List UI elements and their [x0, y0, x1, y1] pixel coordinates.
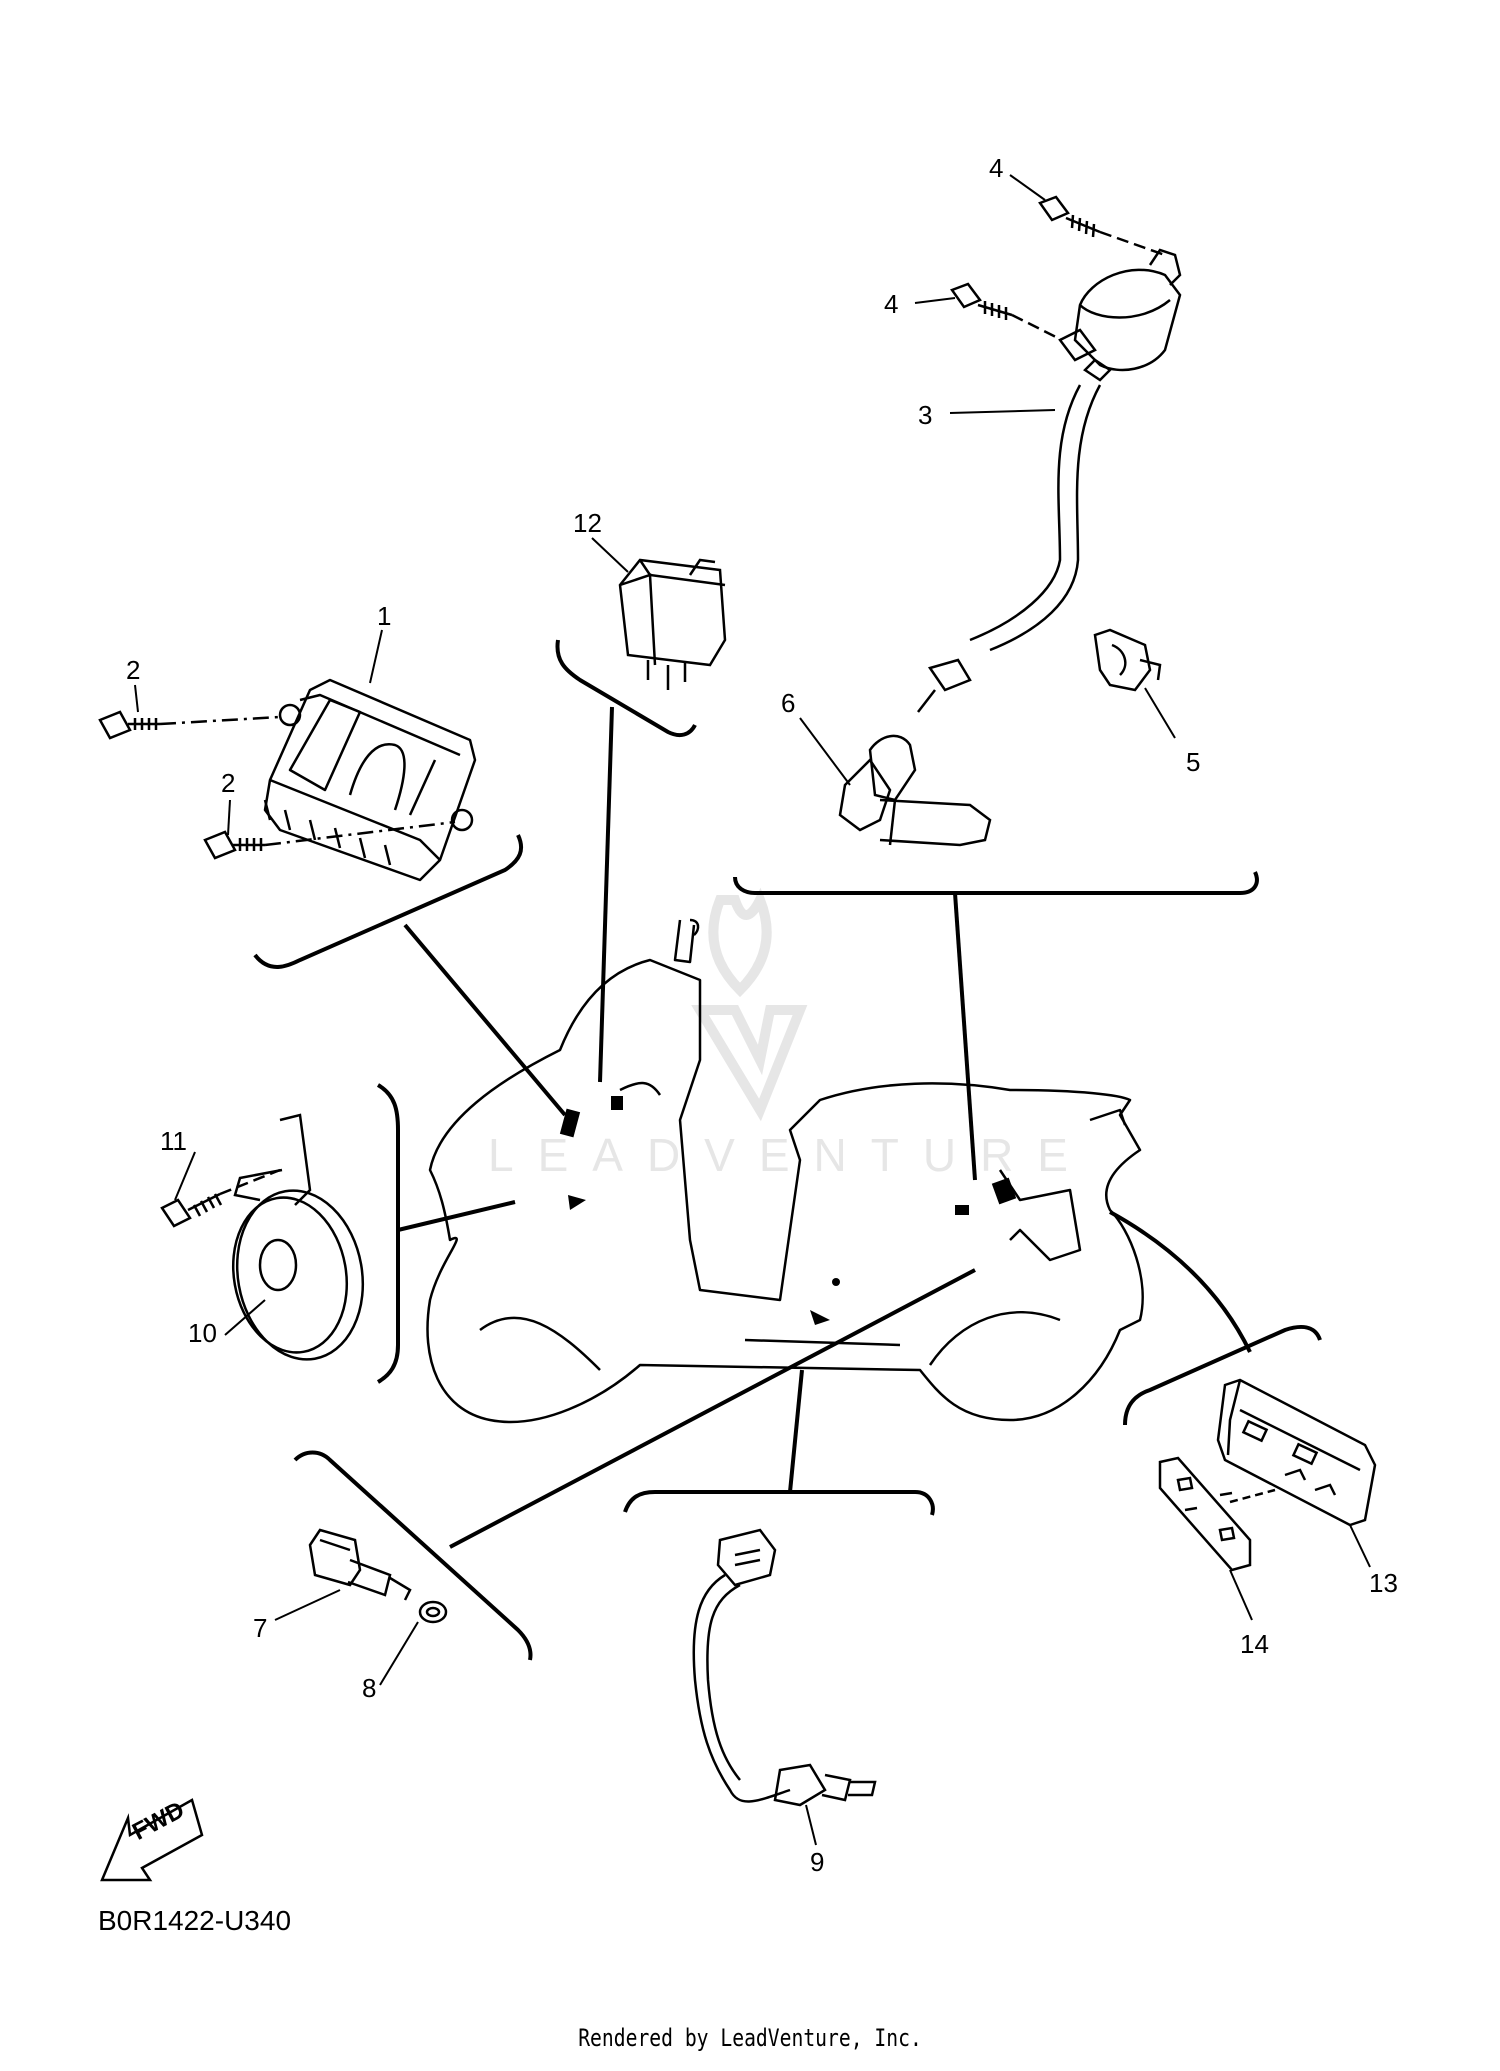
switch-9-drawing: [692, 1528, 877, 1807]
sensor-7-drawing: [308, 1528, 412, 1601]
ecu-bracket: [253, 834, 567, 1117]
callout-2b: 2: [221, 768, 236, 798]
callout-7: 7: [253, 1613, 268, 1643]
ignition-coil-drawing: [917, 248, 1182, 713]
callout-6: 6: [781, 688, 796, 718]
gasket-14-drawing: [1158, 1456, 1276, 1572]
horn-drawing: [231, 1113, 365, 1361]
render-credit: Rendered by LeadVenture, Inc.: [578, 2024, 922, 2052]
callout-leaders: [134, 174, 1371, 1846]
watermark-text: LEADVENTURE: [488, 1129, 1092, 1181]
relay-bracket: [555, 639, 697, 1083]
callout-1: 1: [377, 601, 392, 631]
coil-bracket: [733, 871, 1259, 1181]
spark-plug-cap-drawing: [838, 734, 992, 847]
bolt-2a-drawing: [98, 710, 281, 740]
callout-9: 9: [810, 1847, 825, 1877]
callout-14: 14: [1240, 1629, 1269, 1659]
clamp-5-drawing: [1093, 628, 1162, 692]
rectifier-13-drawing: [1216, 1378, 1377, 1527]
location-markers: [559, 1096, 1017, 1325]
washer-8-drawing: [418, 1600, 448, 1624]
callout-3: 3: [918, 400, 933, 430]
sensor-bracket: [293, 1268, 976, 1661]
relay-drawing: [618, 558, 727, 690]
bolt-4b-drawing: [950, 282, 1063, 342]
callout-4b: 4: [884, 289, 899, 319]
diagram-code: B0R1422-U340: [98, 1905, 292, 1936]
callout-10: 10: [188, 1318, 217, 1348]
callout-4a: 4: [989, 153, 1004, 183]
ecu-unit-drawing: [263, 678, 477, 882]
scooter-outline: [426, 918, 1144, 1424]
bolt-2b-drawing: [203, 820, 456, 860]
callout-13: 13: [1369, 1568, 1398, 1598]
bolt-4a-drawing: [1038, 195, 1166, 257]
watermark-logo: [691, 887, 808, 1122]
horn-bracket: [376, 1083, 516, 1384]
callout-12: 12: [573, 508, 602, 538]
fwd-arrow: [100, 1798, 204, 1882]
callout-2a: 2: [126, 655, 141, 685]
rectifier-bracket: [1109, 1210, 1322, 1426]
callout-11: 11: [160, 1126, 187, 1156]
callout-5: 5: [1186, 747, 1201, 777]
bolt-11-drawing: [160, 1168, 281, 1228]
callout-8: 8: [362, 1673, 377, 1703]
switch-bracket: [623, 1369, 935, 1516]
